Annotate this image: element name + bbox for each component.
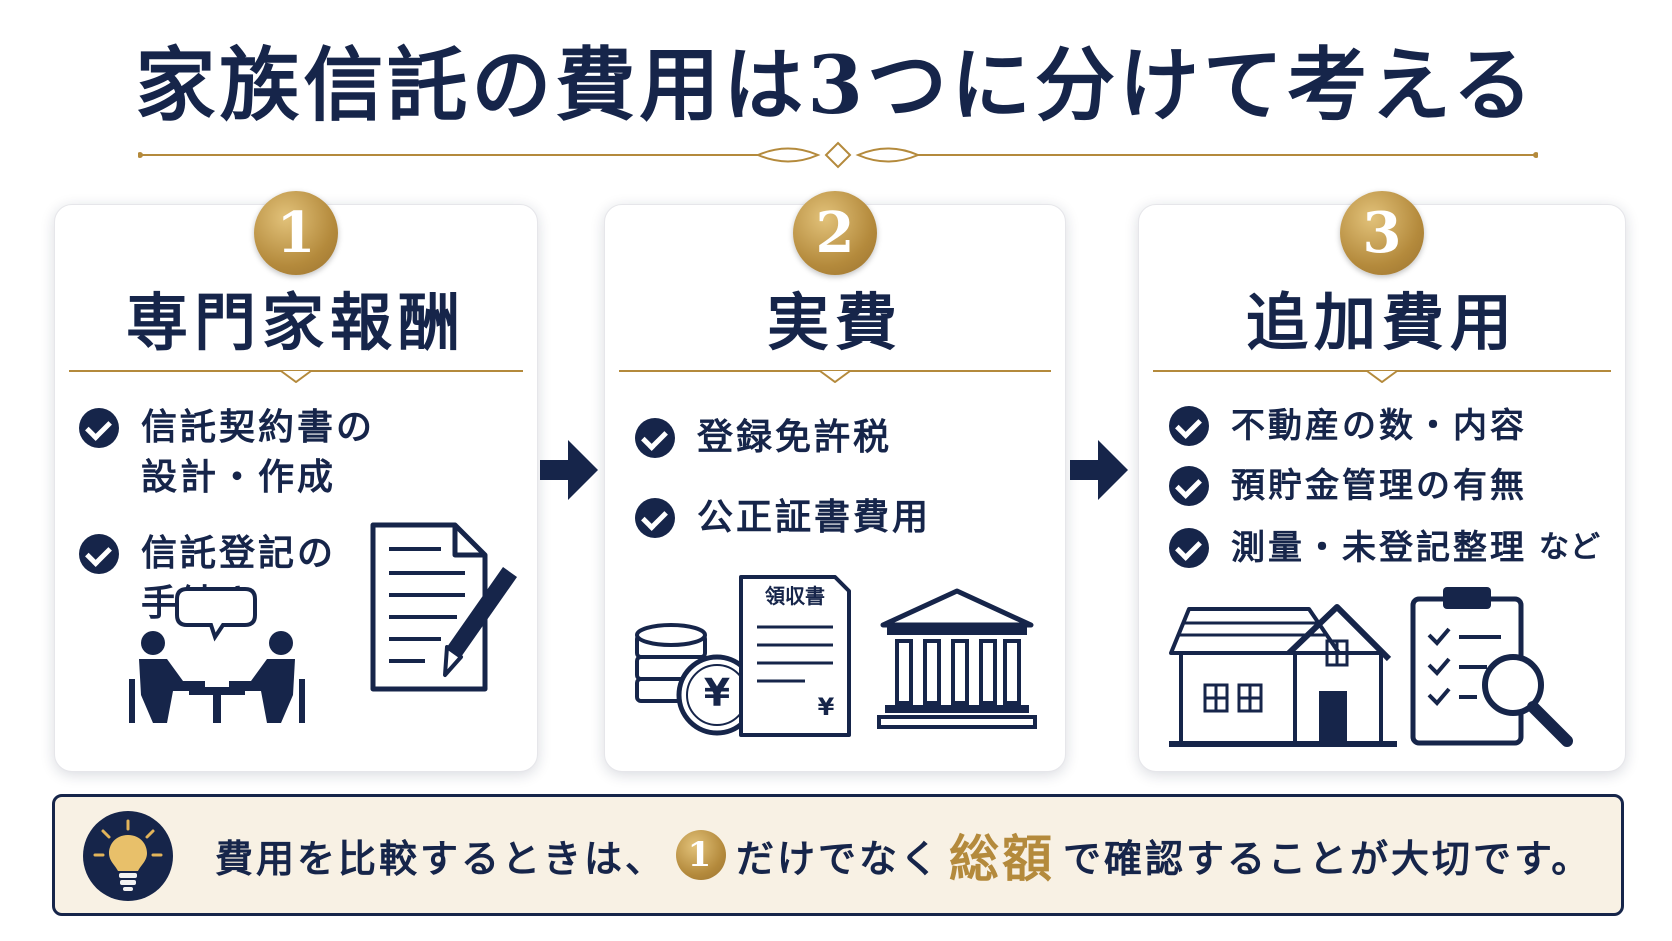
clipboard-search-icon	[1410, 587, 1573, 747]
yen-symbol: ¥	[703, 671, 731, 715]
card-title: 追加費用	[1245, 286, 1518, 359]
cost-item: 登録免許税	[635, 413, 892, 463]
card-professional-fees: 1 専門家報酬 信託契約書の 設計・作成 信託登記の 手続き	[54, 191, 538, 772]
document-pen-icon	[370, 522, 517, 692]
summary-banner: 費用を比較するときは、 1 だけでなく 総額 で確認することが大切です。	[52, 794, 1624, 916]
check-icon	[1169, 528, 1209, 568]
highlight-text: 総額	[949, 829, 1056, 888]
cost-item: 公正証書費用	[635, 493, 931, 543]
card-divider	[619, 370, 1051, 383]
card-divider	[1153, 370, 1611, 383]
receipt-icon	[739, 575, 851, 737]
meeting-icon	[129, 587, 305, 723]
check-icon	[79, 534, 119, 574]
check-icon	[1169, 406, 1209, 446]
card-divider	[69, 370, 523, 383]
title-ornament-rule	[138, 141, 1538, 169]
check-icon	[79, 408, 119, 448]
page-title: 家族信託の費用は3つに分けて考える	[135, 38, 1537, 132]
card-additional-costs: 3 追加費用 不動産の数・内容 預貯金管理の有無 測量・未登記整理 など	[1138, 191, 1626, 772]
cost-item: 信託契約書の 設計・作成	[79, 403, 375, 503]
check-icon	[1169, 466, 1209, 506]
cost-item: 測量・未登記整理 など	[1169, 523, 1601, 573]
summary-message: 費用を比較するときは、 1 だけでなく 総額 で確認することが大切です。	[215, 797, 1592, 913]
check-icon	[635, 498, 675, 538]
card-title: 専門家報酬	[125, 286, 466, 359]
step-number-badge: 3	[1340, 191, 1424, 275]
receipt-yen: ¥	[817, 693, 835, 721]
arrow-right-icon	[1070, 440, 1128, 500]
check-icon	[635, 418, 675, 458]
receipt-label: 領収書	[765, 584, 825, 608]
house-icon	[1169, 604, 1397, 747]
card-actual-costs: 2 実費 登録免許税 公正証書費用 ¥ 領収書 ¥	[604, 191, 1066, 772]
lightbulb-icon	[83, 811, 173, 901]
card-title: 実費	[766, 286, 903, 359]
step-number-badge: 1	[676, 830, 727, 880]
step-number-badge: 2	[793, 191, 877, 275]
cost-item: 不動産の数・内容	[1169, 401, 1527, 451]
cost-item: 預貯金管理の有無	[1169, 461, 1527, 511]
arrow-right-icon	[540, 440, 598, 500]
step-number-badge: 1	[254, 191, 338, 275]
bank-building-icon	[877, 588, 1037, 729]
coins-yen-icon	[635, 623, 758, 736]
